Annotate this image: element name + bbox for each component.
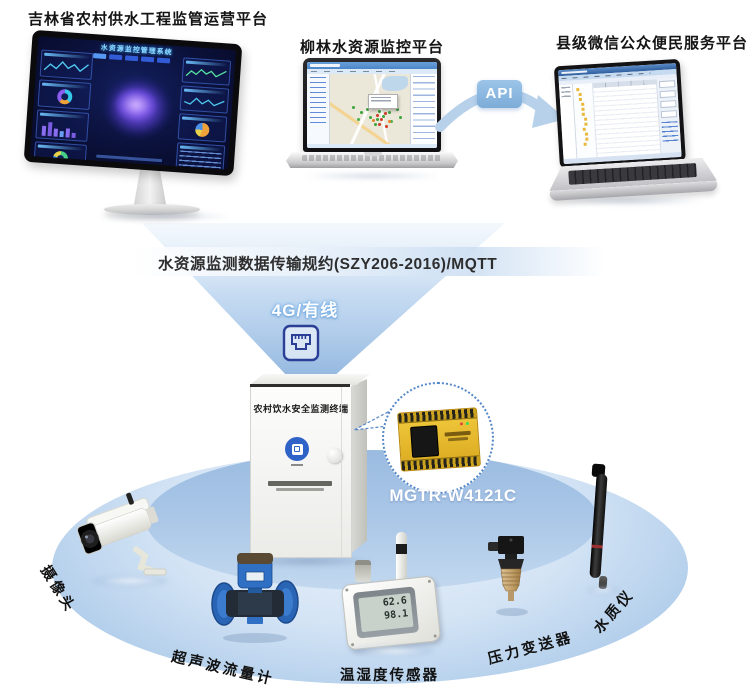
device-shadow xyxy=(556,196,706,206)
dashboard-right-panels xyxy=(175,57,232,170)
sensor-housing: 62.6 98.1 xyxy=(340,575,442,651)
probe-reflection xyxy=(586,586,620,594)
temperature-probe xyxy=(355,560,371,582)
map-view xyxy=(330,74,410,144)
module-model-label: MGTR-W4121C xyxy=(389,486,517,505)
temp-sensor-reflection xyxy=(350,645,436,657)
laptop-notch xyxy=(364,152,382,156)
module-brand-placeholder xyxy=(444,430,471,437)
donut-chart xyxy=(51,150,68,167)
list-lines xyxy=(178,150,222,170)
dashboard-map xyxy=(93,66,183,149)
desktop-monitor: 水资源监控管理系统 xyxy=(22,29,254,226)
cabinet-lid xyxy=(249,374,370,385)
dashboard-left-panels xyxy=(33,49,94,170)
side-panel-links xyxy=(661,121,679,143)
camera-reflection xyxy=(90,575,170,587)
dashboard-panel xyxy=(177,113,228,143)
laptop-lid xyxy=(553,58,686,169)
lcd-display: 62.6 98.1 xyxy=(358,592,414,633)
dashboard-panel xyxy=(179,85,230,114)
module-brand-placeholder xyxy=(447,436,469,441)
laptop-lid xyxy=(303,58,441,152)
ultrasonic-flowmeter xyxy=(211,553,299,643)
status-led-green xyxy=(465,421,470,426)
logo-subtext-placeholder xyxy=(291,464,303,466)
map-station-dots-alarm xyxy=(376,114,379,117)
monitor-base xyxy=(104,204,200,215)
device-shadow xyxy=(300,172,445,180)
dashboard-footer-text xyxy=(96,154,163,163)
map-app-titlebar xyxy=(307,62,437,69)
uplink-label: 4G/有线 xyxy=(271,301,339,320)
bubble-pointer xyxy=(353,411,389,431)
company-text-placeholder xyxy=(276,488,324,491)
dashboard-panel xyxy=(175,142,226,170)
map-water-area xyxy=(382,76,408,91)
company-text-placeholder xyxy=(268,481,332,486)
dashboard-screen: 水资源监控管理系统 xyxy=(30,36,236,170)
table-rows xyxy=(593,84,661,158)
map-info-popup xyxy=(368,94,398,109)
lcd-bezel: 62.6 98.1 xyxy=(352,586,420,639)
ethernet-port-icon xyxy=(282,324,320,362)
cabinet-front: 农村饮水安全监测终端 xyxy=(250,387,352,558)
map-app-menubar xyxy=(307,69,437,74)
device-shadow xyxy=(95,212,235,221)
map-station-dots-green xyxy=(366,108,369,111)
cabinet-title: 农村饮水安全监测终端 xyxy=(253,404,349,414)
donut-chart xyxy=(56,88,73,105)
folder-icons xyxy=(576,88,580,92)
laptop-base xyxy=(286,152,458,168)
map-app-screen xyxy=(307,62,437,148)
cabinet-lid-gap xyxy=(250,384,350,387)
dashboard-panel xyxy=(39,49,94,81)
platform-label-center: 柳林水资源监控平台 xyxy=(300,39,445,56)
humidity-probe xyxy=(396,532,407,586)
logo-badge xyxy=(285,437,309,461)
temp-humidity-label: 温湿度传感器 xyxy=(340,668,439,684)
pressure-transmitter xyxy=(488,536,528,616)
map-app-right-panel xyxy=(410,74,437,144)
dashboard-panel xyxy=(33,141,87,170)
monitor-stand xyxy=(133,168,167,206)
protocol-text: 水资源监测数据传输规约(SZY206-2016)/MQTT xyxy=(158,256,498,273)
cabinet-side xyxy=(351,379,367,553)
status-led-red xyxy=(459,422,464,426)
dashboard-panel xyxy=(37,79,92,110)
cctv-camera xyxy=(76,492,167,576)
dashboard-panel xyxy=(35,109,90,142)
cabinet-knob xyxy=(327,448,342,463)
data-table xyxy=(592,79,661,158)
module-screen xyxy=(410,425,440,458)
map-app-statusbar xyxy=(307,144,437,148)
platform-label-left: 吉林省农村供水工程监管运营平台 xyxy=(28,11,269,28)
dashboard-panel xyxy=(181,57,232,86)
laptop-table xyxy=(542,57,718,207)
rtu-module xyxy=(397,407,481,472)
api-badge: API xyxy=(477,80,522,108)
map-app-sidebar xyxy=(307,74,330,144)
laptop-map xyxy=(286,58,458,180)
laptop-keyboard xyxy=(302,155,442,161)
pie-chart xyxy=(194,122,210,138)
monitor-bezel: 水资源监控管理系统 xyxy=(23,29,243,177)
terminal-cabinet: 农村饮水安全监测终端 xyxy=(238,366,378,568)
table-app-screen xyxy=(558,63,682,165)
protocol-ribbon xyxy=(132,247,606,276)
platform-label-right: 县级微信公众便民服务平台 xyxy=(556,35,749,52)
platform-ellipse-inner xyxy=(146,450,598,590)
